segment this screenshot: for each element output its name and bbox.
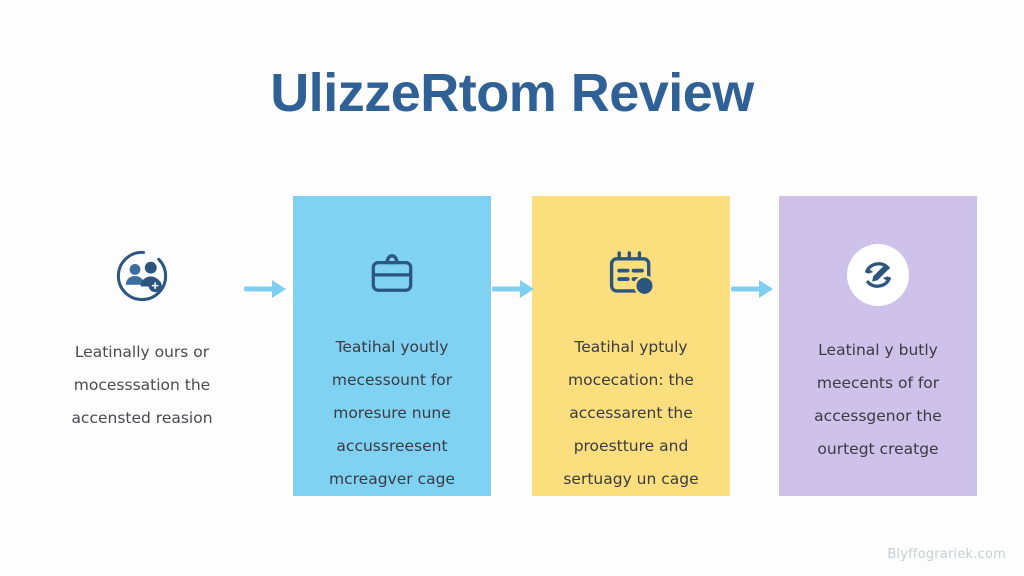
step-line: mocesssation the: [73, 376, 211, 394]
step-line: mcreagver cage: [329, 470, 455, 488]
step-line: Teatihal yptuly: [574, 338, 688, 356]
step-line: accensted reasion: [71, 409, 213, 427]
step-line: Leatinally ours or: [74, 343, 210, 361]
step-line: proestture and: [573, 437, 689, 455]
watermark: Blyffograriek.com: [887, 547, 1006, 562]
arrow-step3-to-step4: [730, 277, 777, 301]
step-line: moresure nune: [333, 404, 451, 422]
card-briefcase-icon: [360, 244, 424, 303]
pen-revise-icon: [847, 244, 909, 306]
page-title: UlizzeRtom Review: [270, 63, 754, 123]
step-card-1[interactable]: Leatinally ours or mocesssation the acce…: [33, 196, 251, 496]
step-line: sertuagy un cage: [563, 470, 699, 488]
step-description-3: Teatihal yptuly mocecation: the accessar…: [532, 331, 730, 496]
step-line: Teatihal youtly: [335, 338, 449, 356]
clipboard-dot-icon: [599, 244, 663, 303]
step-line: accussreesent: [336, 437, 448, 455]
step-line: accessgenor the: [814, 407, 942, 425]
step-line: accessarent the: [569, 404, 693, 422]
step-line: Leatinal y butly: [818, 341, 938, 359]
arrow-step2-to-step3: [491, 277, 538, 301]
step-line: mocecation: the: [568, 371, 694, 389]
users-circle-icon: [110, 244, 174, 308]
arrow-step1-to-step2: [243, 277, 290, 301]
step-description-2: Teatihal youtly mecessount for moresure …: [293, 331, 491, 496]
step-description-1: Leatinally ours or mocesssation the acce…: [33, 336, 251, 435]
step-description-4: Leatinal y butly meecents of for accessg…: [779, 334, 977, 466]
step-card-3[interactable]: Teatihal yptuly mocecation: the accessar…: [532, 196, 730, 496]
step-line: meecents of for: [816, 374, 940, 392]
step-line: mecessount for: [331, 371, 453, 389]
process-steps: Leatinally ours or mocesssation the acce…: [0, 196, 1024, 496]
step-card-2[interactable]: Teatihal youtly mecessount for moresure …: [293, 196, 491, 496]
step-line: ourtegt creatge: [817, 440, 939, 458]
step-card-4[interactable]: Leatinal y butly meecents of for accessg…: [779, 196, 977, 496]
